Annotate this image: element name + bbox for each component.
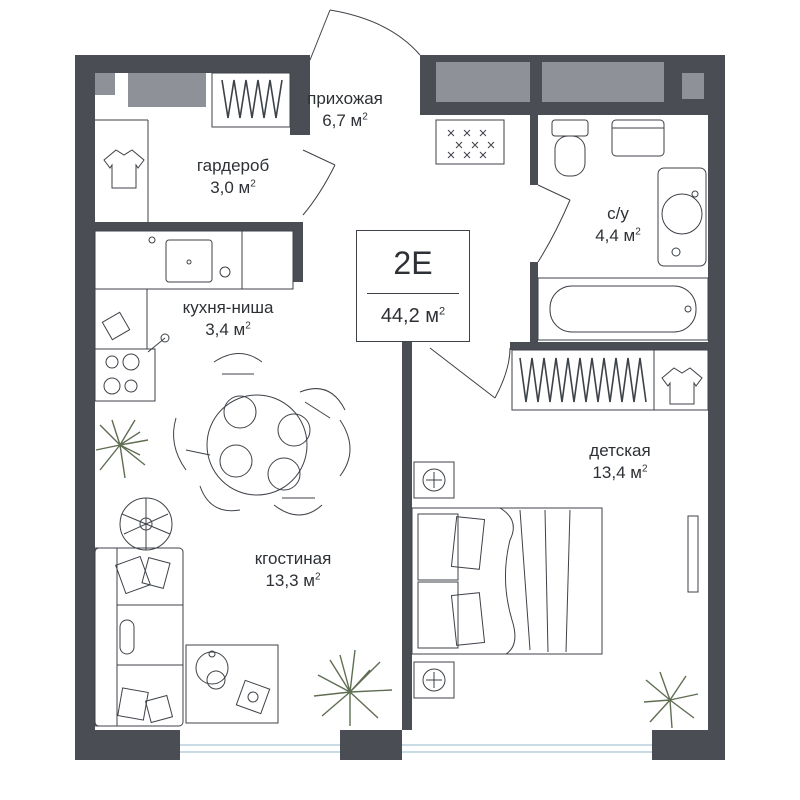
nightstand (413, 661, 455, 699)
interior-walls (95, 73, 708, 730)
toilet-fixture (551, 119, 665, 177)
entrance-door (309, 9, 421, 61)
tshirt-icon (103, 149, 145, 189)
room-area: 3,4 м2 (205, 320, 251, 339)
area-unit-sup: 2 (439, 305, 446, 318)
room-name: прихожая (307, 89, 383, 108)
hall-closet (211, 72, 291, 128)
apartment-code: 2E (393, 245, 433, 281)
room-area: 4,4 м2 (595, 226, 641, 245)
room-area: 13,4 м2 (592, 463, 648, 482)
kitchen-counter (94, 230, 294, 402)
wall-shelf (687, 515, 699, 593)
plant-icon (95, 419, 149, 479)
plant-icon (313, 649, 393, 726)
doormat (435, 119, 505, 165)
sink-fixture (657, 167, 707, 267)
room-area: 3,0 м2 (210, 178, 256, 197)
room-label-hall: прихожая 6,7 м2 (300, 88, 390, 132)
outer-walls (75, 55, 725, 760)
dining-table (173, 353, 351, 516)
kids-closet (511, 349, 709, 411)
wardrobe-door (302, 149, 336, 216)
room-label-kitchen: кухня-ниша 3,4 м2 (158, 297, 298, 341)
apartment-area-value: 44,2 м (380, 305, 440, 327)
room-name: детская (589, 441, 651, 460)
plant-icon (643, 671, 699, 729)
tshirt-icon (661, 367, 703, 405)
room-area: 13,3 м2 (265, 571, 321, 590)
room-area: 6,7 м2 (322, 111, 368, 130)
room-label-living: кгостиная 13,3 м2 (228, 548, 358, 592)
apartment-area: 44,2 м2 (357, 303, 469, 329)
badge-divider (367, 293, 459, 294)
bathroom-door (537, 184, 571, 263)
room-label-bathroom: с/у 4,4 м2 (578, 203, 658, 247)
room-name: с/у (607, 204, 629, 223)
kids-door (429, 347, 511, 399)
top-windows (95, 62, 704, 107)
coffee-table (185, 644, 279, 724)
room-name: кухня-ниша (182, 298, 274, 317)
nightstand (413, 461, 455, 499)
sofa (94, 547, 184, 727)
room-label-kids: детская 13,4 м2 (565, 440, 675, 484)
room-name: гардероб (196, 156, 270, 175)
armchair (119, 497, 173, 551)
bottom-glazing (180, 744, 652, 753)
double-bed (411, 507, 603, 655)
room-label-wardrobe: гардероб 3,0 м2 (178, 155, 288, 199)
apartment-badge: 2E 44,2 м2 (356, 230, 470, 342)
bathtub-fixture (537, 277, 709, 341)
room-name: кгостиная (254, 549, 332, 568)
